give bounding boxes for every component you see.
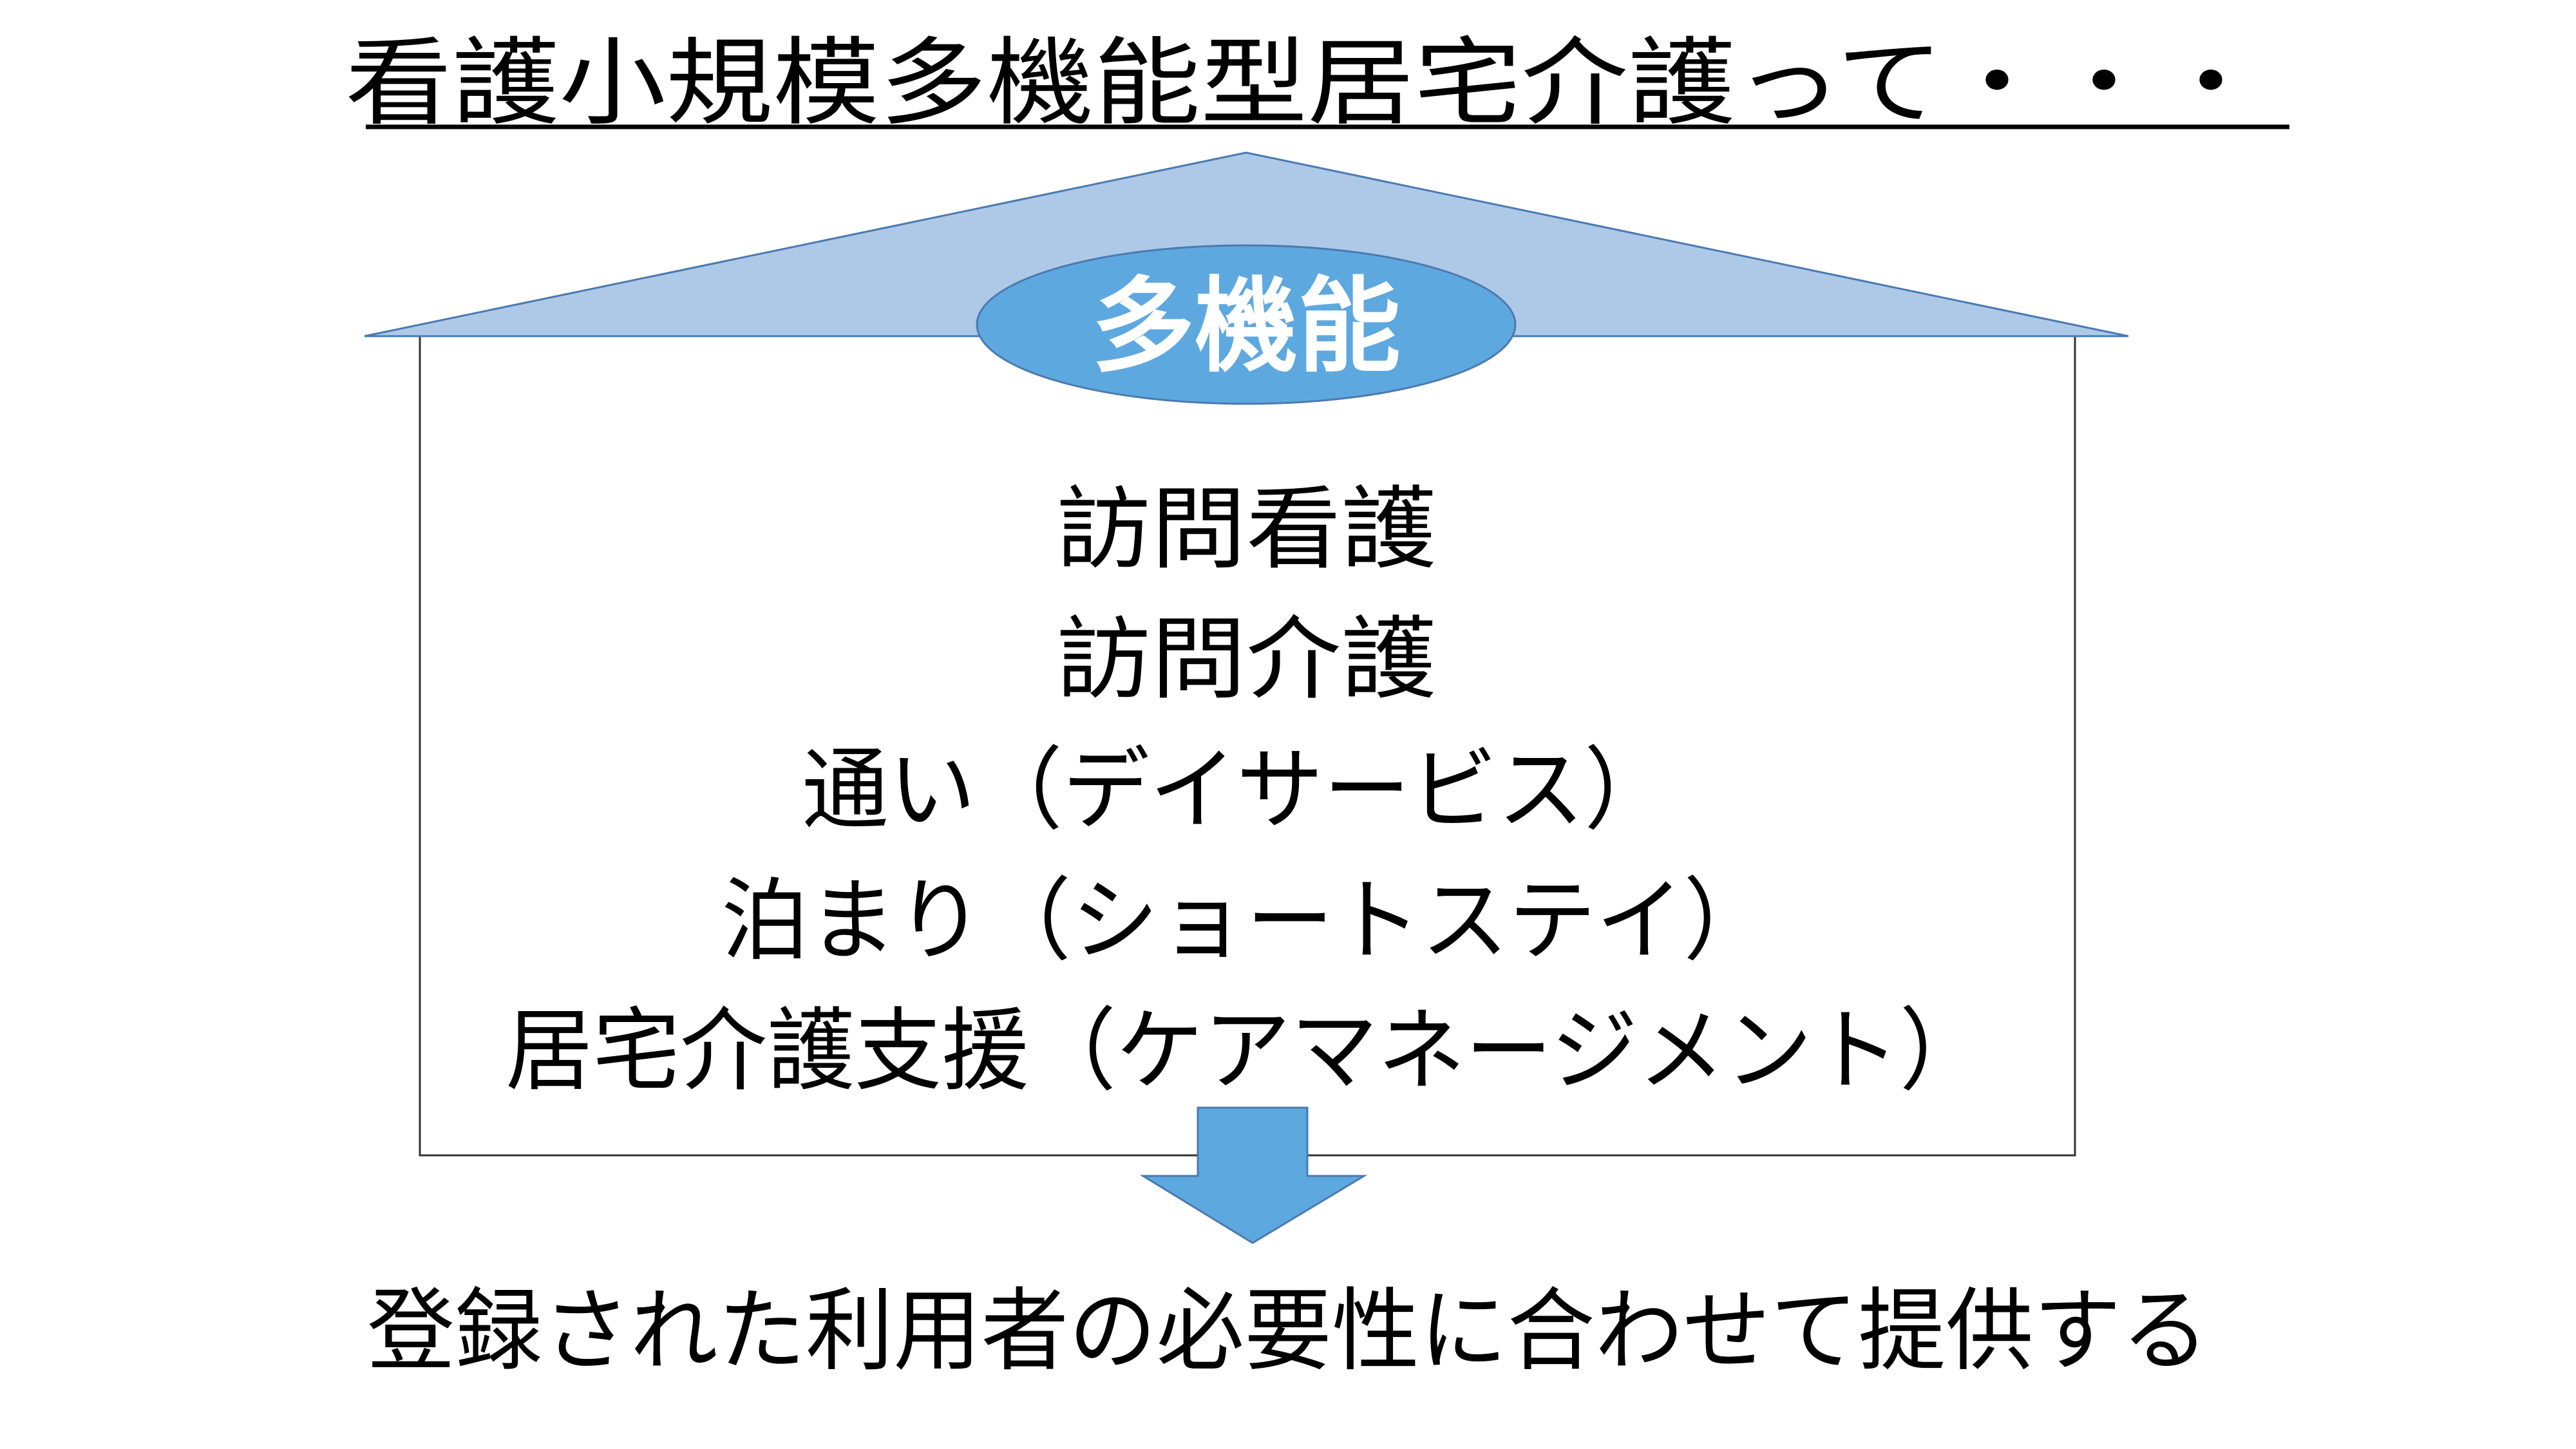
multifunction-badge-label: 多機能 [1092, 266, 1401, 386]
slide-title: 看護小規模多機能型居宅介護って・・・ [345, 28, 2264, 138]
footer-statement: 登録された利用者の必要性に合わせて提供する [367, 1279, 2209, 1384]
service-item-visiting-nursing: 訪問看護 [1056, 477, 1436, 582]
service-item-short-stay: 泊まり（ショートステイ） [721, 869, 1771, 974]
service-item-visiting-care: 訪問介護 [1056, 607, 1436, 712]
multifunction-badge [976, 244, 1517, 405]
service-item-care-management: 居宅介護支援（ケアマネージメント） [506, 999, 1987, 1104]
service-item-day-service: 通い（デイサービス） [802, 738, 1671, 843]
down-arrow-icon [1139, 1106, 1368, 1244]
